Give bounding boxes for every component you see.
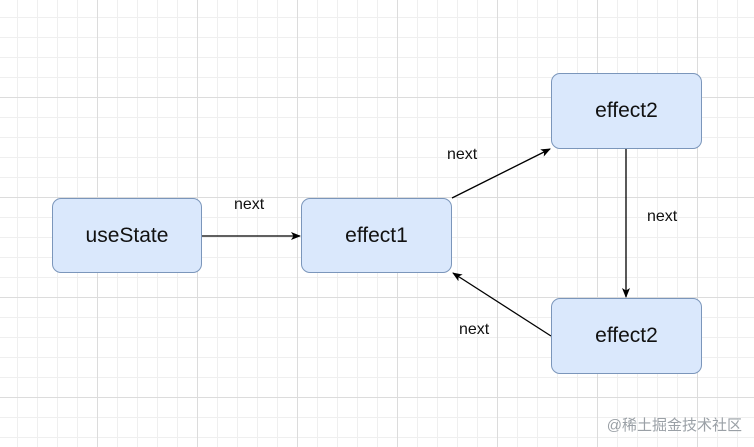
edge-label-effect2-top-to-effect2-bottom: next [647,208,678,225]
node-effect2-top[interactable]: effect2 [551,73,702,149]
node-effect2-bottom[interactable]: effect2 [551,298,702,374]
node-usestate[interactable]: useState [52,198,202,273]
edge-effect2-bottom-to-effect1 [452,272,552,337]
node-effect1[interactable]: effect1 [301,198,452,273]
watermark: @稀土掘金技术社区 [606,417,742,434]
edge-label-usestate-to-effect1: next [234,196,265,213]
edge-effect1-to-effect2-top [451,148,551,199]
edge-label-effect1-to-effect2-top: next [447,146,478,163]
edge-label-effect2-bottom-to-effect1: next [459,321,490,338]
